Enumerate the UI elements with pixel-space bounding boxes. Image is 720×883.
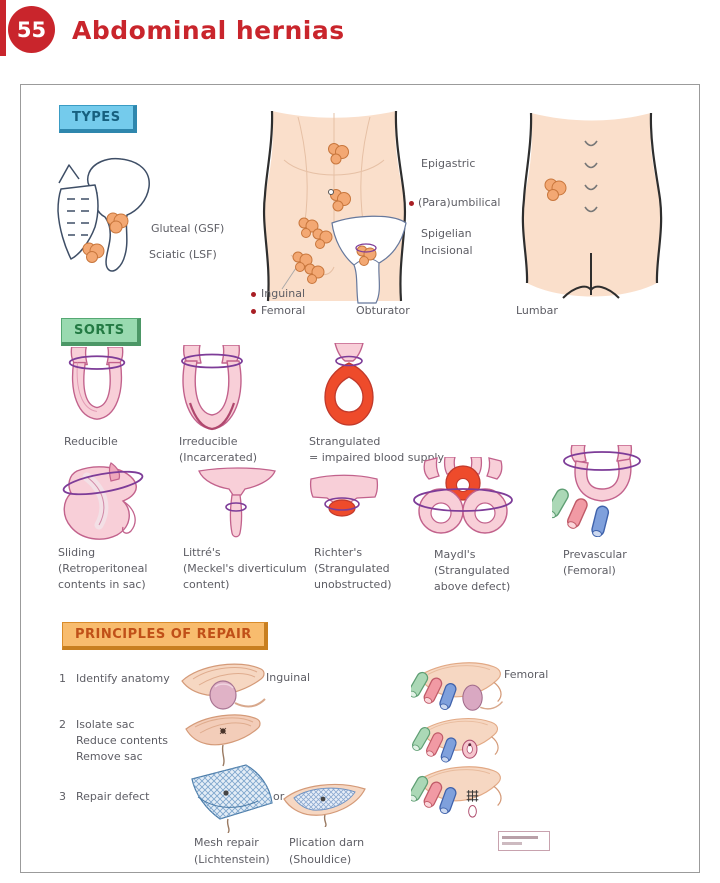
step-number: 2 [59,718,66,731]
sort-name: Irreducible [179,435,238,448]
label-gluteal: Gluteal (GSF) [151,222,225,235]
sort-sub: (Femoral) [563,564,616,577]
plication-darn-diagram [283,783,366,827]
irreducible-hernia-diagram [181,345,243,431]
column-header-inguinal: Inguinal [266,671,310,684]
sort-sub: contents in sac) [58,578,146,591]
step-text: Identify anatomy [76,672,170,685]
sort-name: Maydl's [434,548,476,561]
section-tag-repair: PRINCIPLES OF REPAIR [62,622,268,650]
femoral-step1-diagram [411,662,504,711]
step-text: Repair defect [76,790,150,803]
buttock-cleft [562,253,620,299]
section-tag-sorts: SORTS [61,318,141,346]
sort-sub: = impaired blood supply [309,451,445,464]
step-text: Remove sac [76,750,143,763]
gluteal-hernia-blob [106,212,129,234]
sort-name: Littré's [183,546,221,559]
sort-name: Sliding [58,546,96,559]
umbilical-hernia-blob [330,189,351,212]
sort-name: Prevascular [563,548,627,561]
page-title: Abdominal hernias [72,16,345,45]
red-bullet [409,201,414,206]
mesh-repair-diagram [191,764,273,833]
suture-grid [466,790,479,802]
red-bullet [251,309,256,314]
spine-marks [584,140,598,213]
vein-vessel [591,505,610,537]
spigelian-hernia-blobs [298,217,333,249]
chapter-number: 55 [16,17,47,42]
label-obturator: Obturator [356,304,410,317]
or-text: or [273,790,285,803]
label-inguinal: Inguinal [261,287,305,300]
inguinal-step1-diagram [181,663,266,710]
sacral-foramina [67,198,89,236]
step-number: 1 [59,672,66,685]
label-incisional: Incisional [421,244,473,257]
epigastric-hernia-blob [328,143,349,165]
step-text: Isolate sac [76,718,135,731]
label-spigelian: Spigelian [421,227,472,240]
artery-vessel [567,498,588,529]
sort-sub: (Retroperitoneal [58,562,148,575]
prevascular-hernia-diagram [552,445,641,537]
label-lumbar: Lumbar [516,304,558,317]
sort-name: Reducible [64,435,118,448]
inguinal-step2-diagram [185,714,261,767]
sort-sub: (Incarcerated) [179,451,258,464]
sciatic-hernia-blob [82,242,105,263]
darn-caption: (Shouldice) [289,853,352,866]
small-caption-box [498,831,550,851]
sort-sub: above defect) [434,580,511,593]
section-tag-types: TYPES [59,105,137,133]
sort-sub: (Meckel's diverticulum [183,562,307,575]
label-epigastric: Epigastric [421,157,476,170]
step-text: Reduce contents [76,734,169,747]
content-panel: TYPES Gluteal (GSF) Sciatic (LSF) [20,84,700,873]
sort-sub: (Strangulated [434,564,510,577]
maydls-hernia-diagram [413,457,513,534]
sort-sub: content) [183,578,230,591]
illegible-caption-line [502,836,538,839]
strangulated-hernia-diagram [324,343,374,426]
pelvis-illustration [57,157,150,272]
richters-hernia-diagram [309,474,379,517]
lumbar-hernia-blob [544,178,567,201]
darn-caption: Plication darn [289,836,365,849]
chapter-number-badge: 55 [8,6,55,53]
red-edge-bar [0,0,6,56]
back-torso-illustration [521,112,663,299]
mesh-caption: Mesh repair [194,836,259,849]
femoral-step2-diagram [412,717,499,763]
label-paraumbilical: (Para)umbilical [418,196,501,209]
reducible-hernia-diagram [68,347,126,420]
front-torso-illustration [262,110,407,304]
label-femoral: Femoral [261,304,306,317]
sort-sub: (Strangulated [314,562,390,575]
femoral-step3-diagram [411,766,502,818]
sort-name: Strangulated [309,435,381,448]
obturator-hernia-blob [356,245,377,266]
step-number: 3 [59,790,66,803]
column-header-femoral: Femoral [504,668,549,681]
sliding-hernia-diagram [62,462,144,540]
label-sciatic: Sciatic (LSF) [149,248,217,261]
inguinal-femoral-hernia-blobs [292,251,325,284]
illegible-caption-line [502,842,522,845]
sort-sub: unobstructed) [314,578,392,591]
red-bullet [251,292,256,297]
littres-hernia-diagram [198,467,276,538]
nerve-vessel [552,488,569,519]
mesh-caption: (Lichtenstein) [194,853,270,866]
sort-name: Richter's [314,546,363,559]
